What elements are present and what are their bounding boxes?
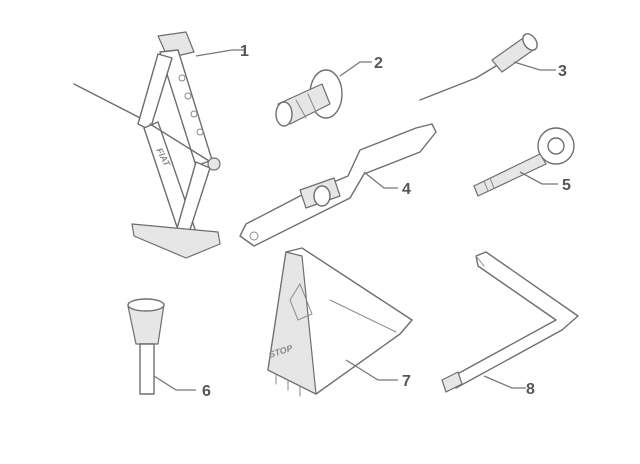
screwdriver-shaft: [419, 77, 477, 101]
leader-line-2: [339, 61, 372, 77]
jack-hole: [184, 92, 192, 100]
scissor-jack: FIAT: [73, 31, 221, 259]
wheel-wrench-bar: [449, 251, 579, 389]
wheel-wrench-socket: [441, 371, 463, 393]
screwdriver-handle-end: [522, 33, 538, 51]
callout-7: 7: [402, 373, 411, 390]
centering-pin-ring: [307, 93, 317, 113]
wheel-chock-ridge: [329, 299, 397, 333]
callout-6: 6: [202, 383, 211, 400]
jack-screw: [149, 123, 215, 165]
towing-eye-shaft: [473, 153, 547, 197]
crank-handle: [239, 123, 437, 247]
towing-eye-hole: [547, 137, 565, 155]
cap-puller-top: [127, 298, 165, 312]
crank-handle-grip-end: [313, 185, 331, 207]
leader-line-1: [195, 49, 246, 57]
wheel-chock: STOP: [267, 247, 413, 397]
centering-pin: [275, 69, 343, 127]
wheel-wrench: [441, 251, 579, 393]
callout-5: 5: [562, 177, 571, 194]
jack-hole: [196, 128, 204, 136]
leader-line-8: [483, 375, 526, 389]
jack-rod: [73, 83, 153, 125]
leader-line-6: [153, 375, 196, 391]
leader-line-4: [363, 171, 398, 189]
callout-2: 2: [374, 55, 383, 72]
jack-upper-arm-left: [137, 53, 173, 131]
centering-pin-ring: [295, 99, 307, 119]
cap-puller: [127, 298, 165, 395]
centering-pin-tip: [275, 101, 293, 127]
leader-line-5: [519, 171, 558, 185]
screwdriver-ferrule: [475, 65, 497, 79]
cap-puller-stem: [139, 343, 155, 395]
callout-3: 3: [558, 63, 567, 80]
wheel-chock-logo: [289, 282, 313, 321]
leader-line-7: [345, 359, 398, 381]
crank-handle-rod: [239, 123, 437, 247]
callout-1: 1: [240, 43, 249, 60]
jack-hole: [190, 110, 198, 118]
screwdriver: [419, 33, 538, 101]
towing-eye-thread: [483, 180, 489, 192]
towing-eye: [473, 127, 575, 197]
callout-4: 4: [402, 181, 411, 198]
jack-hole: [178, 74, 186, 82]
wheel-wrench-tip: [475, 255, 485, 267]
crank-handle-hook: [249, 231, 259, 241]
towing-eye-thread: [489, 177, 495, 189]
leader-line-3: [513, 61, 556, 71]
jack-base: [131, 223, 221, 259]
callout-8: 8: [526, 381, 535, 398]
jack-screw-knob: [207, 157, 221, 171]
wheel-chock-side: [267, 251, 317, 395]
